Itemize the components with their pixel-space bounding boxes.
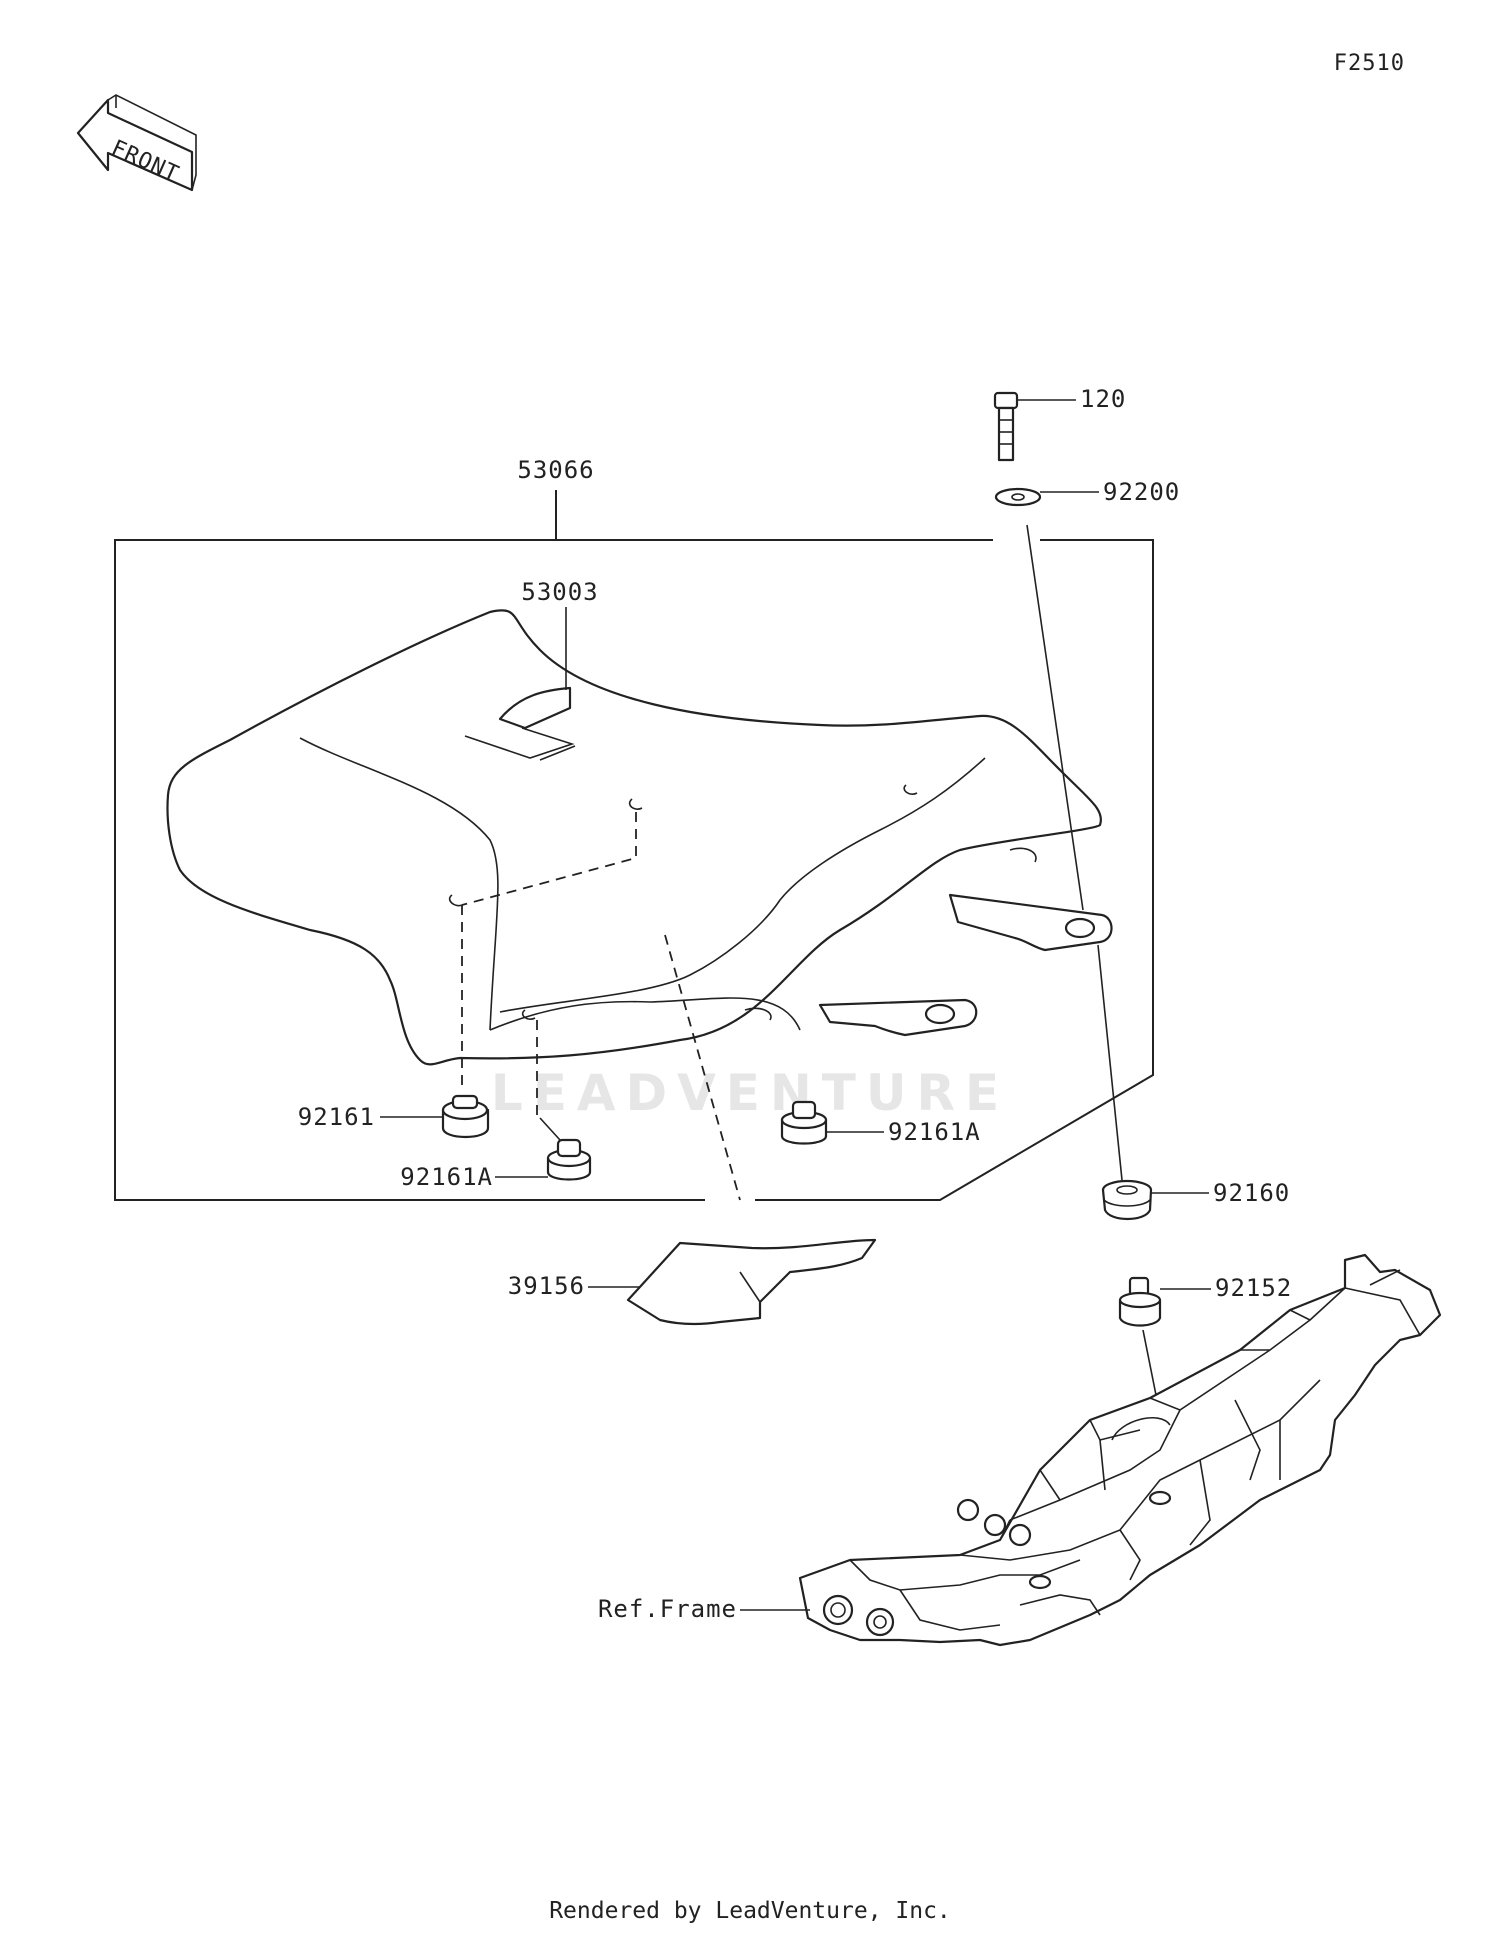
callout-53066: 53066 xyxy=(517,456,594,484)
mount-dash-lines xyxy=(461,812,741,1201)
frame xyxy=(798,1253,1442,1647)
seat xyxy=(166,609,1113,1066)
callout-92161A-left: 92161A xyxy=(400,1163,493,1191)
callout-92200: 92200 xyxy=(1103,478,1180,506)
mat-39156 xyxy=(626,1238,877,1326)
callout-53003: 53003 xyxy=(521,578,598,606)
washer-92200 xyxy=(994,487,1042,507)
cushion-92161 xyxy=(441,1094,490,1138)
cushion-92161A-center xyxy=(780,1100,828,1145)
callout-ref-frame: Ref.Frame xyxy=(598,1595,737,1623)
grommet-92160 xyxy=(1101,1179,1153,1221)
cushion-92161A-left xyxy=(539,1117,592,1181)
callout-92161: 92161 xyxy=(298,1103,375,1131)
front-arrow-icon: FRONT xyxy=(76,94,197,192)
watermark-text: LEADVENTURE xyxy=(491,1064,1009,1122)
footer-credit: Rendered by LeadVenture, Inc. xyxy=(549,1898,951,1924)
bolt-axis-line xyxy=(1026,524,1084,911)
collar-92152 xyxy=(1118,1276,1162,1327)
bolt-120 xyxy=(993,391,1019,462)
callout-92161A-center: 92161A xyxy=(888,1118,981,1146)
callout-39156: 39156 xyxy=(508,1272,585,1300)
callout-92160: 92160 xyxy=(1213,1179,1290,1207)
callout-120: 120 xyxy=(1080,385,1126,413)
grommet-axis-line xyxy=(1097,944,1123,1181)
callout-92152: 92152 xyxy=(1215,1274,1292,1302)
diagram-code: F2510 xyxy=(1334,51,1405,76)
assembly-bracket xyxy=(114,490,1154,1201)
